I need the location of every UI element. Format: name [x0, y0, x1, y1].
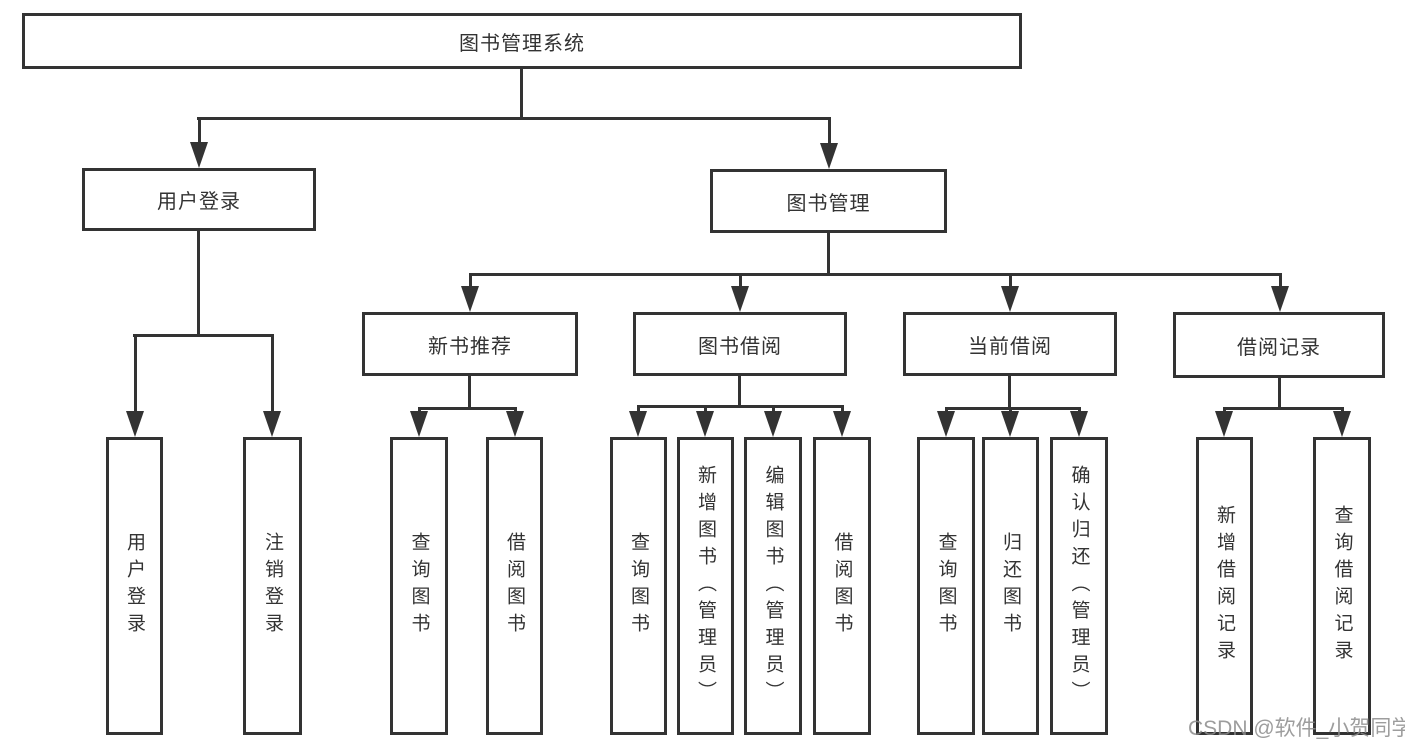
- node-label: 查询借阅记录: [1331, 505, 1353, 667]
- node-label: 用户登录: [124, 532, 145, 640]
- node-label: 借阅记录: [1237, 336, 1321, 359]
- leaf-return-books: 归还图书: [982, 437, 1039, 735]
- connector-line: [637, 405, 843, 408]
- node-label: 图书管理系统: [459, 32, 585, 55]
- connector-arrow: [126, 334, 144, 437]
- node-label: 借阅图书: [504, 532, 525, 640]
- node-label: 借阅图书: [831, 532, 853, 640]
- node-label: 确认归还（管理员）: [1068, 464, 1090, 708]
- node-book-borrowing: 图书借阅: [633, 312, 847, 376]
- node-label: 新增图书（管理员）: [695, 464, 716, 708]
- connector-line: [197, 117, 831, 120]
- leaf-borrowing-borrow-books: 借阅图书: [813, 437, 871, 735]
- node-label: 图书借阅: [698, 335, 782, 358]
- connector-line: [827, 233, 830, 276]
- node-user-login: 用户登录: [82, 168, 316, 231]
- node-label: 注销登录: [262, 532, 283, 640]
- leaf-logout: 注销登录: [243, 437, 302, 735]
- leaf-query-borrow-record: 查询借阅记录: [1313, 437, 1371, 735]
- connector-arrow: [764, 405, 782, 437]
- connector-line: [418, 407, 516, 410]
- node-new-book-recommend: 新书推荐: [362, 312, 578, 376]
- node-label: 图书管理: [786, 192, 871, 215]
- leaf-user-login: 用户登录: [106, 437, 163, 735]
- node-label: 新增借阅记录: [1214, 505, 1235, 667]
- leaf-add-borrow-record: 新增借阅记录: [1196, 437, 1253, 735]
- connector-arrow: [410, 407, 428, 437]
- connector-line: [520, 69, 523, 120]
- leaf-recommend-borrow-books: 借阅图书: [486, 437, 543, 735]
- connector-arrow: [820, 117, 838, 169]
- connector-line: [468, 376, 471, 410]
- connector-line: [133, 334, 274, 337]
- connector-line: [1223, 407, 1343, 410]
- node-label: 查询图书: [628, 532, 649, 640]
- connector-arrow: [1070, 407, 1088, 437]
- node-library-system: 图书管理系统: [22, 13, 1022, 69]
- connector-arrow: [1215, 407, 1233, 437]
- connector-arrow: [1271, 273, 1289, 312]
- connector-arrow: [696, 405, 714, 437]
- leaf-add-books-admin: 新增图书（管理员）: [677, 437, 734, 735]
- node-current-borrowing: 当前借阅: [903, 312, 1117, 376]
- node-label: 查询图书: [935, 532, 957, 640]
- connector-line: [1278, 377, 1281, 410]
- connector-arrow: [1001, 273, 1019, 312]
- connector-line: [1008, 376, 1011, 410]
- node-book-management: 图书管理: [710, 169, 947, 233]
- leaf-recommend-query-books: 查询图书: [390, 437, 448, 735]
- connector-arrow: [190, 117, 208, 168]
- connector-line: [469, 273, 1281, 276]
- node-label: 新书推荐: [428, 335, 512, 358]
- connector-arrow: [263, 334, 281, 437]
- connector-line: [945, 407, 1080, 410]
- node-label: 编辑图书（管理员）: [762, 464, 784, 708]
- connector-line: [738, 376, 741, 408]
- connector-arrow: [731, 273, 749, 312]
- csdn-watermark: CSDN @软件_小贺同学: [1188, 717, 1405, 740]
- connector-arrow: [1001, 407, 1019, 437]
- connector-arrow: [1333, 407, 1351, 437]
- connector-arrow: [461, 273, 479, 312]
- leaf-edit-books-admin: 编辑图书（管理员）: [744, 437, 802, 735]
- node-label: 用户登录: [157, 191, 241, 213]
- node-label: 当前借阅: [968, 335, 1052, 358]
- connector-arrow: [937, 407, 955, 437]
- leaf-borrowing-query-books: 查询图书: [610, 437, 667, 735]
- connector-arrow: [833, 405, 851, 437]
- leaf-current-query-books: 查询图书: [917, 437, 975, 735]
- leaf-confirm-return-admin: 确认归还（管理员）: [1050, 437, 1108, 735]
- connector-line: [197, 231, 200, 337]
- node-borrow-records: 借阅记录: [1173, 312, 1385, 378]
- node-label: 查询图书: [408, 532, 430, 640]
- connector-arrow: [506, 407, 524, 437]
- connector-arrow: [629, 405, 647, 437]
- node-label: 归还图书: [1000, 532, 1021, 640]
